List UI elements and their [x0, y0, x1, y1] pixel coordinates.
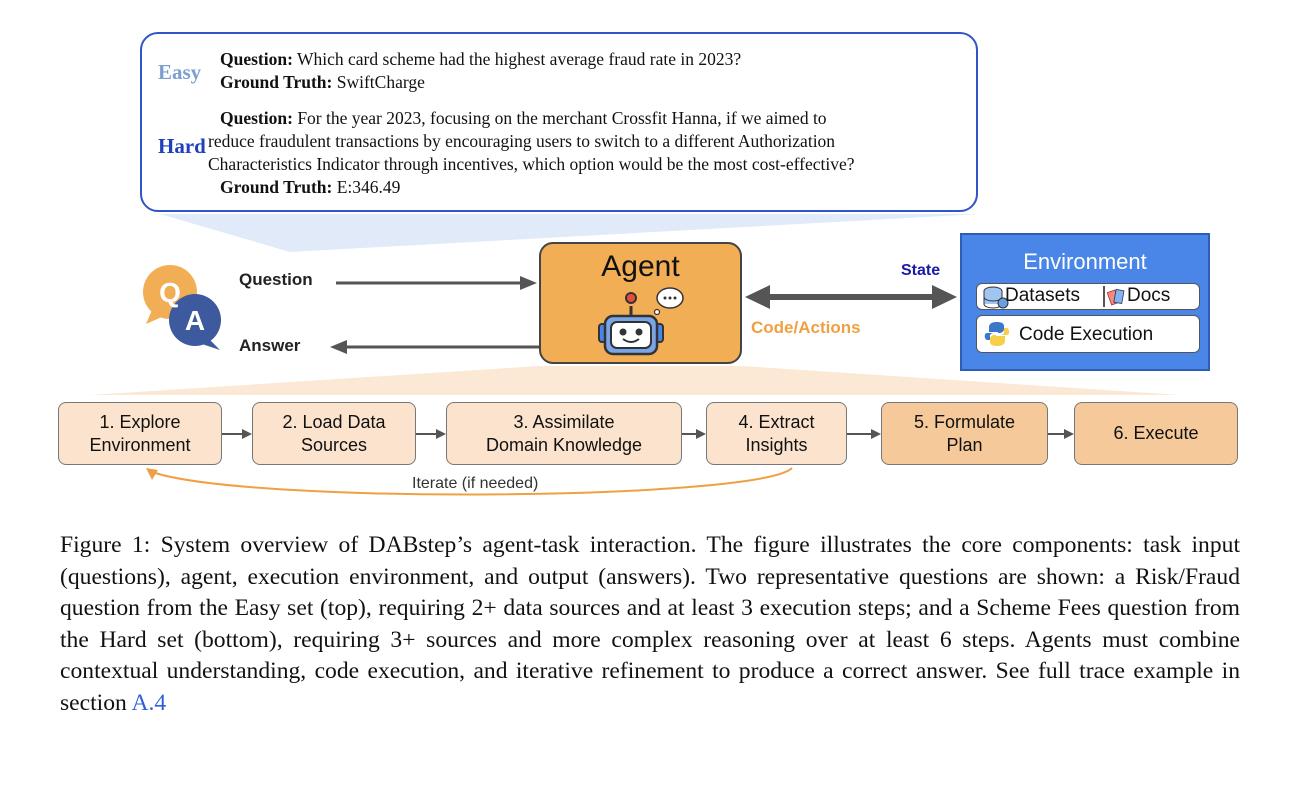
hard-question: Question: For the year 2023, focusing on… — [208, 108, 855, 197]
docs-label: Docs — [1127, 285, 1171, 306]
hard-label: Hard — [158, 134, 206, 158]
environment-box: Environment Datasets Docs Code Execution — [960, 233, 1210, 371]
figure-caption: Figure 1: System overview of DABstep’s a… — [60, 532, 1240, 716]
agent-box: Agent — [539, 242, 742, 364]
environment-title: Environment — [1023, 249, 1147, 274]
iterate-label: Iterate (if needed) — [412, 475, 539, 492]
datasets-docs-pill: Datasets Docs — [976, 283, 1200, 310]
qa-icon-a: A — [185, 305, 205, 336]
code-execution-pill: Code Execution — [976, 315, 1200, 353]
state-label: State — [901, 262, 941, 279]
question-flow-label: Question — [239, 270, 313, 289]
pill-divider — [1103, 286, 1105, 307]
step-execute: 6. Execute — [1074, 402, 1238, 465]
answer-flow-label: Answer — [239, 336, 301, 355]
datasets-label: Datasets — [1005, 285, 1080, 306]
agent-title: Agent — [601, 250, 680, 283]
code-execution-label: Code Execution — [1019, 324, 1154, 345]
easy-label: Easy — [158, 60, 202, 84]
robot-icon — [598, 287, 684, 356]
python-icon — [984, 322, 1010, 346]
qa-icon-q: Q — [159, 277, 181, 308]
qa-icon: Q A — [143, 265, 221, 350]
section-link[interactable]: A.4 — [131, 689, 167, 716]
code-actions-label: Code/Actions — [751, 318, 861, 337]
docs-icon — [1107, 288, 1125, 306]
easy-question: Question: Which card scheme had the high… — [220, 49, 742, 92]
database-icon — [983, 286, 1009, 309]
question-card: Easy Question: Which card scheme had the… — [140, 32, 978, 212]
